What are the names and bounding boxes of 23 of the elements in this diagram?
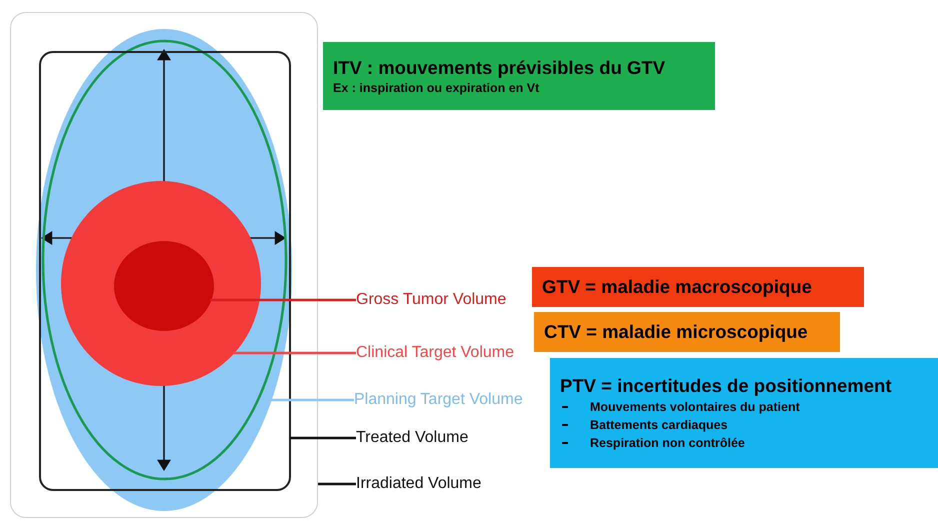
- leader-line: [232, 352, 356, 354]
- volume-label: Clinical Target Volume: [356, 342, 538, 364]
- panel-heading: PTV = incertitudes de positionnement: [560, 374, 893, 398]
- list-item: Battements cardiaques: [590, 417, 728, 434]
- volume-label: Gross Tumor Volume: [356, 289, 528, 311]
- leader-line: [318, 482, 356, 486]
- leader-line: [210, 298, 356, 302]
- panel-heading: GTV = maladie macroscopique: [542, 275, 813, 299]
- definition-panel: [550, 358, 938, 468]
- volume-label: Irradiated Volume: [356, 473, 502, 495]
- volume-label: Planning Target Volume: [354, 389, 550, 411]
- list-item: Mouvements volontaires du patient: [590, 399, 800, 416]
- panel-heading: ITV : mouvements prévisibles du GTV: [333, 56, 666, 80]
- definition-panel: [532, 267, 864, 307]
- volume-label: Treated Volume: [356, 427, 486, 449]
- definition-panel: [323, 42, 715, 110]
- panel-text: Ex : inspiration ou expiration en Vt: [333, 80, 540, 96]
- list-item: Respiration non contrôlée: [590, 435, 745, 452]
- leader-line: [270, 398, 354, 402]
- definition-panel: [534, 312, 840, 352]
- irradiated-volume-frame: [10, 12, 318, 518]
- panel-heading: CTV = maladie microscopique: [544, 320, 809, 344]
- leader-line: [290, 436, 356, 440]
